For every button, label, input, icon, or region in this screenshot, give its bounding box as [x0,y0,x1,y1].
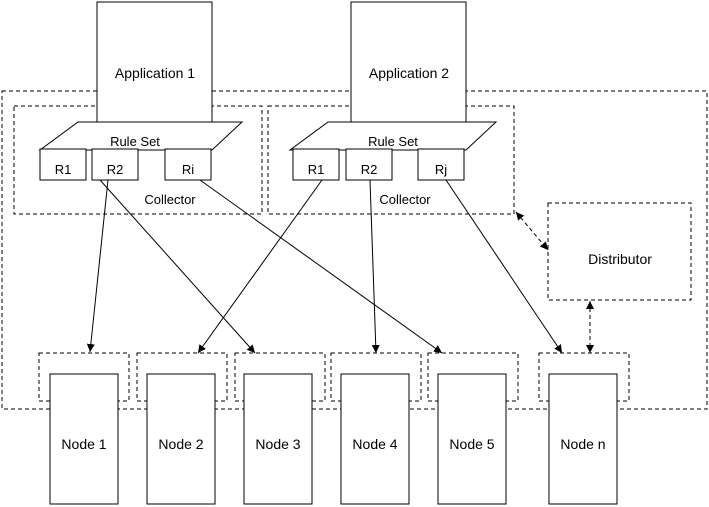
node-n-box [548,373,618,505]
node-1-box [49,373,119,505]
node-2-label: Node 2 [158,436,203,452]
rule-set-1-r1-label: R1 [55,162,72,177]
distributor-label: Distributor [588,251,652,267]
node-3-box [243,373,313,505]
rule-set-1-r1-box [39,148,87,181]
distributor-box [547,202,692,301]
node-1-label: Node 1 [61,436,106,452]
edge-rule-set-1-r2-to-node-3 [99,179,256,354]
application-1-label: Application 1 [115,65,195,81]
edge-rule-set-1-ri-to-node-5 [199,179,443,354]
collector-2-label: Collector [379,192,431,207]
rule-set-1-plane [38,121,244,151]
node-5-label: Node 5 [449,436,494,452]
rule-set-2-r2-label: R2 [361,162,378,177]
edge-rule-set-2-r2-to-node-4 [369,179,380,354]
node-n-label: Node n [560,436,605,452]
node-3-label: Node 3 [255,436,300,452]
application-2-box [350,1,467,129]
edge-rule-set-2-r1-to-node-2 [197,179,323,354]
rule-set-1-label: Rule Set [110,134,160,149]
rule-set-2-r1-box [292,148,340,181]
rule-set-2-r2-box [345,148,393,181]
node-4-label: Node 4 [352,436,397,452]
rule-set-2-rj-box [417,148,465,181]
collector-1-box [13,105,263,215]
rule-set-1-ri-box [164,148,212,181]
edge-rule-set-2-rj-to-node-n [445,179,563,354]
rule-set-1-r2-box [91,148,139,181]
node-4-box [340,373,410,505]
application-1-box [96,1,213,129]
node-5-box [437,373,507,505]
rule-set-2-r1-label: R1 [308,162,325,177]
collector-1-label: Collector [144,192,196,207]
rule-set-1-r2-label: R2 [107,162,124,177]
rule-set-1-ri-label: Ri [182,162,194,177]
edge-collector-2-distributor [515,211,549,251]
rule-set-2-label: Rule Set [368,134,418,149]
edge-rule-set-1-r2-to-node-1 [86,179,109,353]
node-2-box [146,373,216,505]
rule-set-2-plane [288,121,498,151]
rule-set-2-rj-label: Rj [435,162,447,177]
application-2-label: Application 2 [369,65,449,81]
